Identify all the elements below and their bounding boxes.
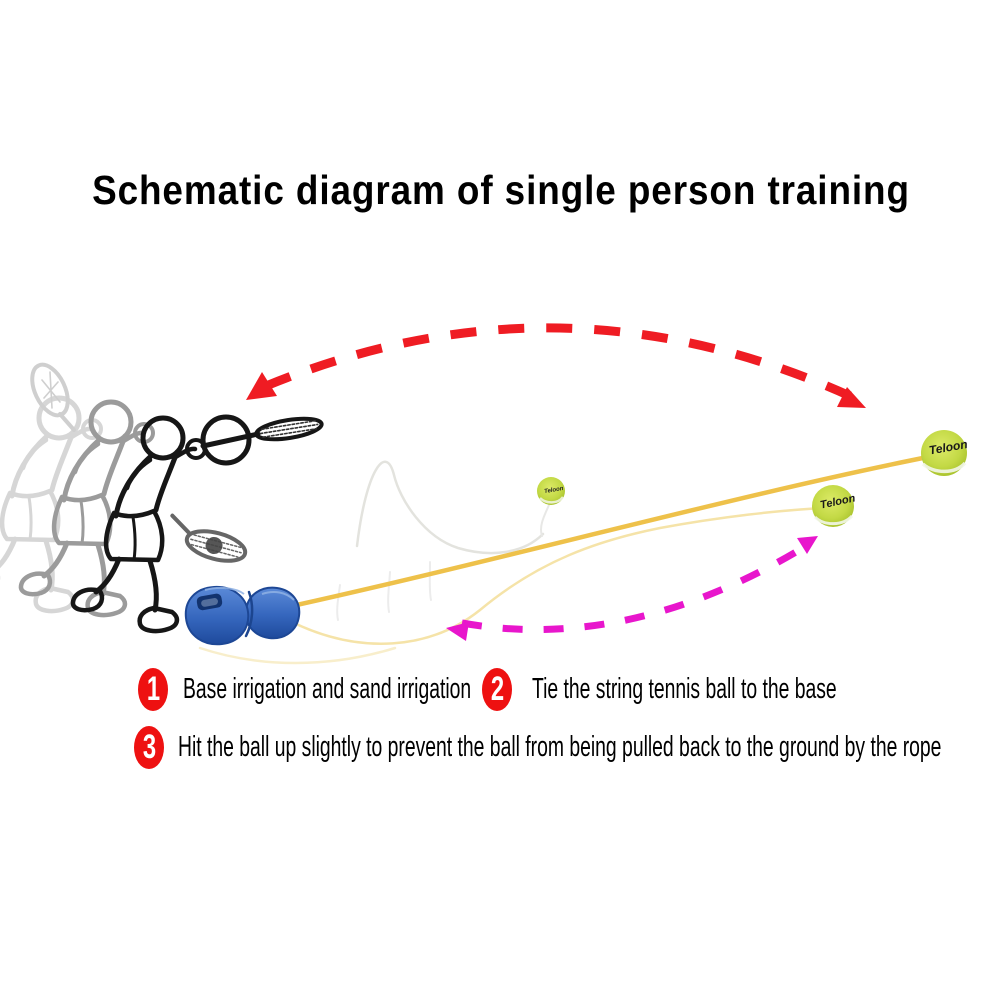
slack-elastic-string (198, 506, 828, 665)
page-title: Schematic diagram of single person train… (91, 167, 910, 213)
ball-brand-text: Teloon (928, 437, 969, 458)
return-arrowhead-left (446, 622, 469, 641)
swing-circle (200, 414, 252, 466)
tennis-ball-far: Teloon (921, 430, 969, 476)
step-2-badge: 2 (482, 668, 512, 711)
trainer-base (184, 585, 301, 646)
elastic-string (289, 453, 936, 609)
base-fill-hole (196, 593, 223, 611)
tennis-balls: Teloon Teloon Teloon (537, 430, 969, 527)
step-2-number: 2 (490, 670, 504, 708)
follow-through-racket (170, 513, 248, 563)
trajectory-arrowhead-left (246, 372, 277, 400)
trajectory-arrowhead-right (837, 387, 866, 408)
racket-head (254, 416, 324, 442)
step-3-badge: 3 (134, 726, 164, 769)
tennis-ball-low: Teloon (812, 485, 857, 527)
return-arrow (446, 536, 818, 641)
step-3-number: 3 (142, 728, 156, 766)
slack-string-sketch (336, 460, 550, 621)
player-ghost-hit (73, 414, 324, 631)
step-3-label: Hit the ball up slightly to prevent the … (178, 731, 942, 763)
ball-brand-text: Teloon (544, 486, 565, 495)
return-arrowhead-right (797, 536, 818, 554)
tennis-ball-midair: Teloon (537, 477, 565, 505)
step-1-label: Base irrigation and sand irrigation (183, 673, 472, 705)
step-1-badge: 1 (138, 668, 168, 711)
step-2-label: Tie the string tennis ball to the base (532, 673, 837, 705)
player-sketch (0, 362, 324, 631)
trajectory-arrow (246, 323, 866, 408)
step-1-number: 1 (146, 670, 160, 708)
player-ghost-early (0, 362, 101, 611)
